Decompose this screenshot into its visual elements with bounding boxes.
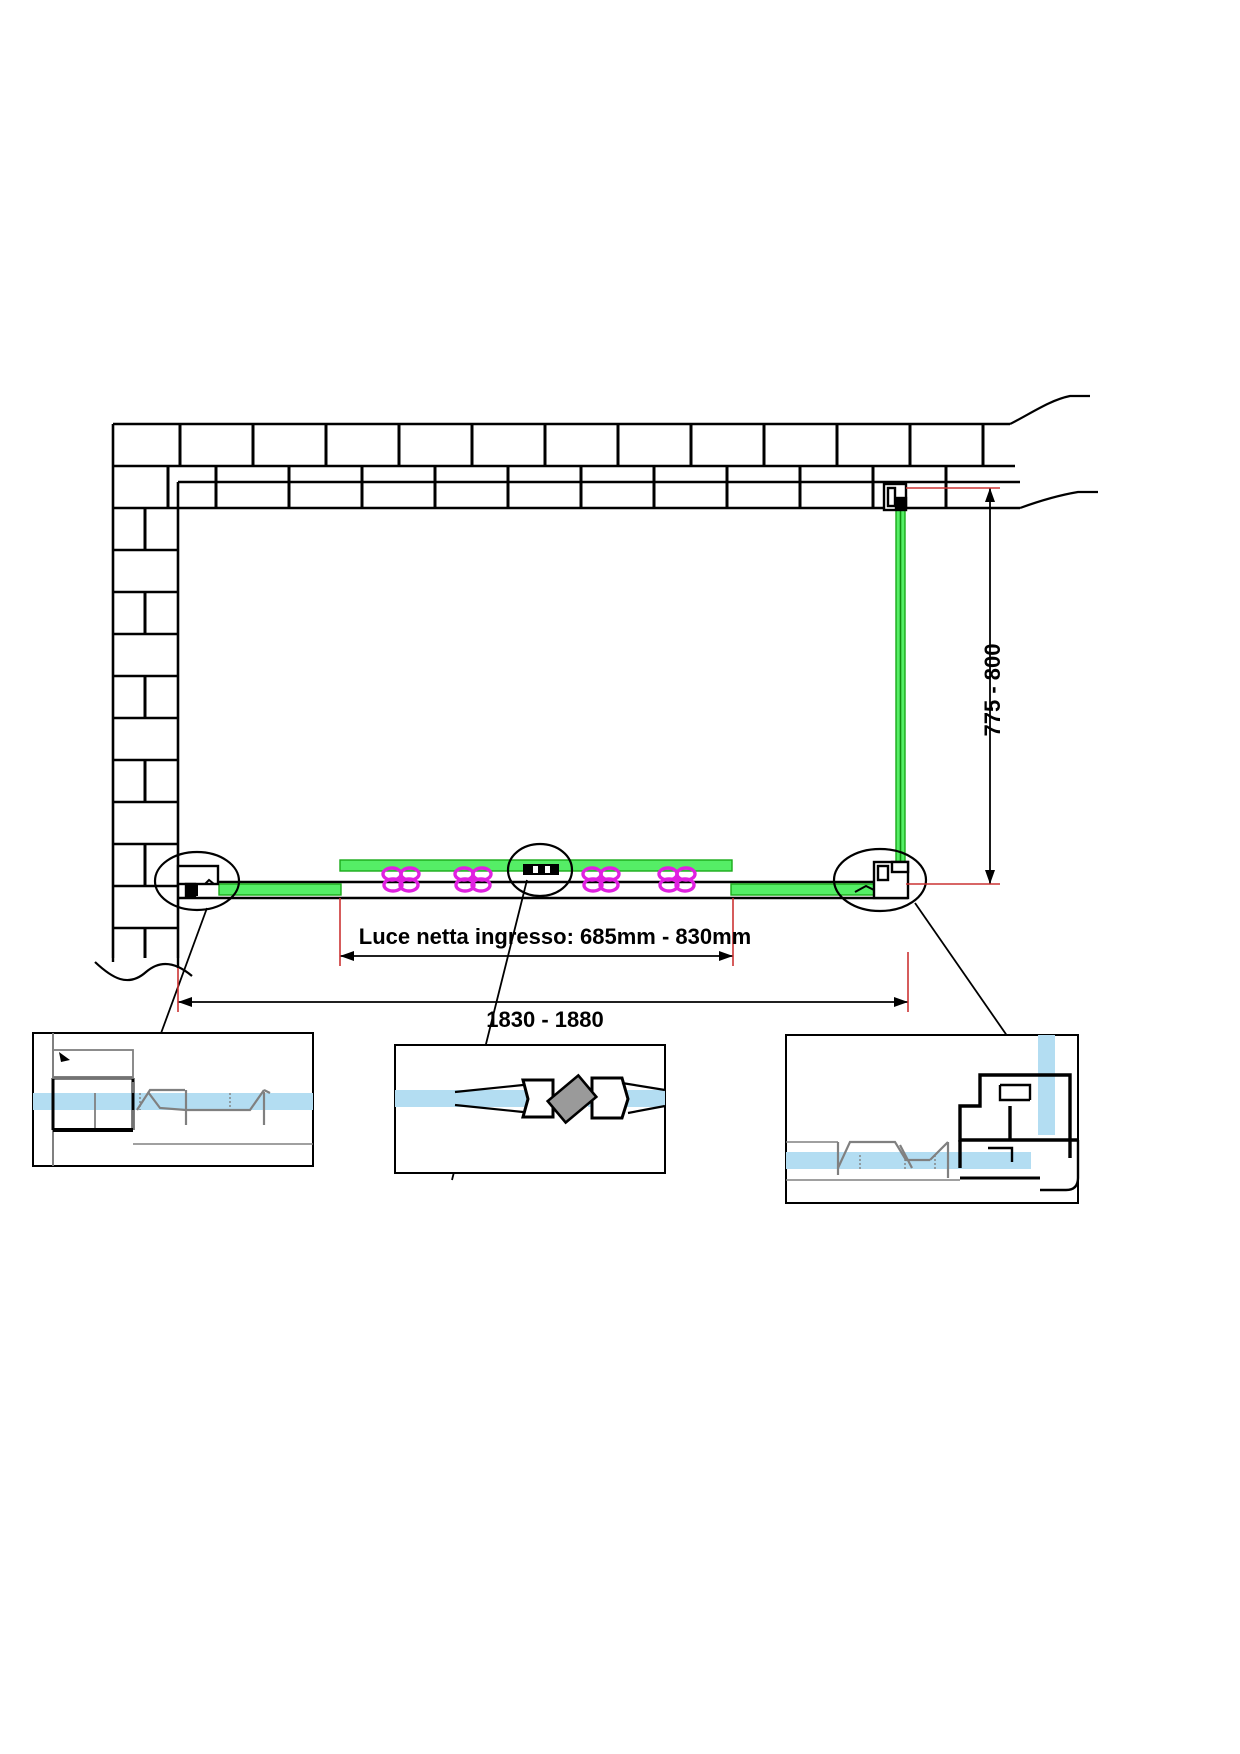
wall-bracket-top [882, 482, 908, 512]
wall-break-line-top-right [1009, 394, 1090, 425]
dimension-entry-label: Luce netta ingresso: 685mm - 830mm [359, 924, 751, 949]
detail-circle-middle [506, 842, 574, 898]
dimension-width-label: 1830 - 1880 [486, 1007, 603, 1032]
detail-callout-circles [153, 842, 928, 913]
wall-top-joints-upper [178, 424, 985, 466]
roller-4 [657, 866, 697, 893]
roller-1 [381, 866, 421, 893]
roller-3 [581, 866, 621, 893]
dimension-depth: 775 - 800 [906, 487, 1005, 885]
magnetic-seal-plan-marker [523, 864, 559, 875]
bottom-track-rail [178, 880, 908, 900]
detail-circle-left [153, 850, 241, 912]
leader-left [159, 907, 208, 1037]
glass-panel-right-vertical [895, 505, 906, 885]
wall-profile-left-plan [176, 864, 220, 898]
detail-box-right [785, 1034, 1080, 1204]
roller-2 [453, 866, 493, 893]
dimension-width: 1830 - 1880 [177, 952, 909, 1032]
detail-box-left [32, 1032, 314, 1167]
detail-box-middle [394, 1044, 666, 1174]
roller-fittings [381, 866, 697, 893]
wall-break-line-top-right-2 [1019, 490, 1098, 510]
glass-fixed-panel-left [218, 883, 342, 896]
brick-wall [94, 394, 1098, 982]
detail-circle-right [832, 847, 928, 913]
dimension-entry: Luce netta ingresso: 685mm - 830mm [339, 898, 751, 966]
wall-top-course [113, 422, 1020, 510]
wall-top-joints-lower [166, 466, 948, 508]
leader-right [914, 902, 1011, 1041]
dimension-depth-label: 775 - 800 [980, 644, 1005, 737]
corner-post-right-plan [854, 860, 910, 900]
